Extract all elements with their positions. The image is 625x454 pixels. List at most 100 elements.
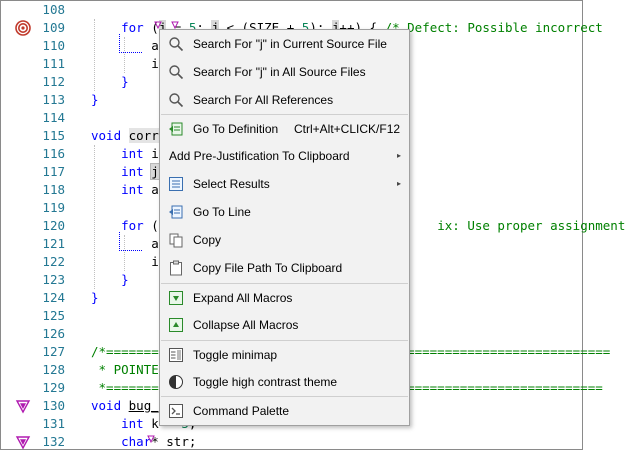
command-palette-icon xyxy=(168,403,184,419)
menu-item-label: Go To Definition xyxy=(193,122,279,136)
menu-item-toggle-minimap[interactable]: Toggle minimap xyxy=(160,342,409,368)
line-number: 132 xyxy=(42,434,65,449)
search-icon xyxy=(168,64,184,80)
menu-item-search-all-files[interactable]: Search For "j" in All Source Files xyxy=(160,59,409,85)
select-results-icon xyxy=(168,176,184,192)
menu-item-toggle-high-contrast[interactable]: Toggle high contrast theme xyxy=(160,369,409,395)
defect-triangle-icon[interactable] xyxy=(15,398,31,414)
code-text: void corre xyxy=(91,128,167,143)
code-line[interactable]: 125 xyxy=(1,307,584,325)
code-text: void bug_p xyxy=(91,398,167,413)
menu-item-label: Toggle high contrast theme xyxy=(193,375,338,389)
line-number: 111 xyxy=(42,56,65,71)
menu-separator xyxy=(161,283,408,284)
bracket-highlight xyxy=(119,232,142,251)
code-text: * POINTE xyxy=(91,362,159,377)
menu-item-select-results[interactable]: Select Results ▸ xyxy=(160,171,409,197)
code-line[interactable]: 121 a xyxy=(1,235,584,253)
code-text: a xyxy=(91,236,159,251)
defect-marker-icon xyxy=(154,14,162,33)
code-line[interactable]: 116 int i xyxy=(1,145,584,163)
context-menu: Search For "j" in Current Source File Se… xyxy=(159,29,410,426)
menu-item-add-pre-justification[interactable]: Add Pre-Justification To Clipboard ▸ xyxy=(160,143,409,169)
menu-item-command-palette[interactable]: Command Palette xyxy=(160,398,409,424)
contrast-icon xyxy=(168,374,184,390)
menu-item-label: Select Results xyxy=(193,177,270,191)
menu-item-go-to-definition[interactable]: Go To Definition Ctrl+Alt+CLICK/F12 xyxy=(160,116,409,142)
menu-item-copy-file-path[interactable]: Copy File Path To Clipboard xyxy=(160,255,409,281)
line-number: 121 xyxy=(42,236,65,251)
submenu-arrow-icon: ▸ xyxy=(396,179,401,188)
code-text: } xyxy=(91,290,99,305)
breakpoint-circle-icon[interactable] xyxy=(15,20,31,36)
menu-item-copy[interactable]: Copy xyxy=(160,227,409,253)
menu-item-label: Collapse All Macros xyxy=(193,318,299,332)
code-line[interactable]: 130 void bug_p xyxy=(1,397,584,415)
code-line[interactable]: 117 int j xyxy=(1,163,584,181)
line-number: 117 xyxy=(42,164,65,179)
menu-item-label: Search For "j" in All Source Files xyxy=(193,65,366,79)
code-line[interactable]: 108 xyxy=(1,1,584,19)
line-number: 118 xyxy=(42,182,65,197)
code-line[interactable]: 114 xyxy=(1,109,584,127)
menu-item-collapse-macros[interactable]: Collapse All Macros xyxy=(160,312,409,338)
line-number: 131 xyxy=(42,416,65,431)
defect-marker-icon xyxy=(147,428,155,447)
line-number: 127 xyxy=(42,344,65,359)
line-number: 130 xyxy=(42,398,65,413)
menu-item-label: Copy File Path To Clipboard xyxy=(193,261,343,275)
line-number: 123 xyxy=(42,272,65,287)
code-line[interactable]: 111 i xyxy=(1,55,584,73)
bracket-highlight xyxy=(119,34,142,53)
code-text: } xyxy=(91,92,99,107)
minimap-icon xyxy=(168,347,184,363)
menu-item-expand-macros[interactable]: Expand All Macros xyxy=(160,285,409,311)
indent-guide xyxy=(94,19,96,91)
line-number: 113 xyxy=(42,92,65,107)
menu-item-label: Expand All Macros xyxy=(193,291,293,305)
line-number: 124 xyxy=(42,290,65,305)
code-line[interactable]: 122 i xyxy=(1,253,584,271)
line-number: 128 xyxy=(42,362,65,377)
copy-icon xyxy=(168,232,184,248)
indent-guide xyxy=(124,235,126,271)
defect-triangle-icon[interactable] xyxy=(15,434,31,450)
menu-item-label: Search For All References xyxy=(193,93,334,107)
menu-item-label: Search For "j" in Current Source File xyxy=(193,37,387,51)
line-number: 116 xyxy=(42,146,65,161)
menu-separator xyxy=(161,114,408,115)
line-number: 119 xyxy=(42,200,65,215)
go-to-definition-icon xyxy=(168,121,184,137)
expand-macros-icon xyxy=(168,290,184,306)
code-line[interactable]: 119 xyxy=(1,199,584,217)
code-line[interactable]: 115 void corre xyxy=(1,127,584,145)
line-number: 122 xyxy=(42,254,65,269)
menu-item-label: Toggle minimap xyxy=(193,348,278,362)
code-line[interactable]: 123 } xyxy=(1,271,584,289)
search-icon xyxy=(168,92,184,108)
code-text: char* str; xyxy=(91,434,197,449)
code-text: int ar xyxy=(91,182,167,197)
line-number: 108 xyxy=(42,2,65,17)
menu-item-go-to-line[interactable]: Go To Line xyxy=(160,199,409,225)
code-line[interactable]: 113 } xyxy=(1,91,584,109)
code-line[interactable]: 128 * POINTE xyxy=(1,361,584,379)
line-number: 115 xyxy=(42,128,65,143)
menu-item-label: Add Pre-Justification To Clipboard xyxy=(169,149,350,163)
menu-item-label: Command Palette xyxy=(193,404,290,418)
submenu-arrow-icon: ▸ xyxy=(396,151,401,160)
menu-item-search-references[interactable]: Search For All References xyxy=(160,87,409,113)
code-line[interactable]: 112 } xyxy=(1,73,584,91)
indent-guide xyxy=(124,37,126,73)
code-line[interactable]: 126 xyxy=(1,325,584,343)
menu-item-label: Copy xyxy=(193,233,222,247)
code-line[interactable]: 132 char* str; xyxy=(1,433,584,451)
go-to-line-icon xyxy=(168,204,184,220)
code-line[interactable]: 124 } xyxy=(1,289,584,307)
code-text: i xyxy=(91,254,159,269)
collapse-macros-icon xyxy=(168,317,184,333)
code-line[interactable]: 110 a xyxy=(1,37,584,55)
line-number: 125 xyxy=(42,308,65,323)
menu-item-search-current-file[interactable]: Search For "j" in Current Source File xyxy=(160,31,409,57)
